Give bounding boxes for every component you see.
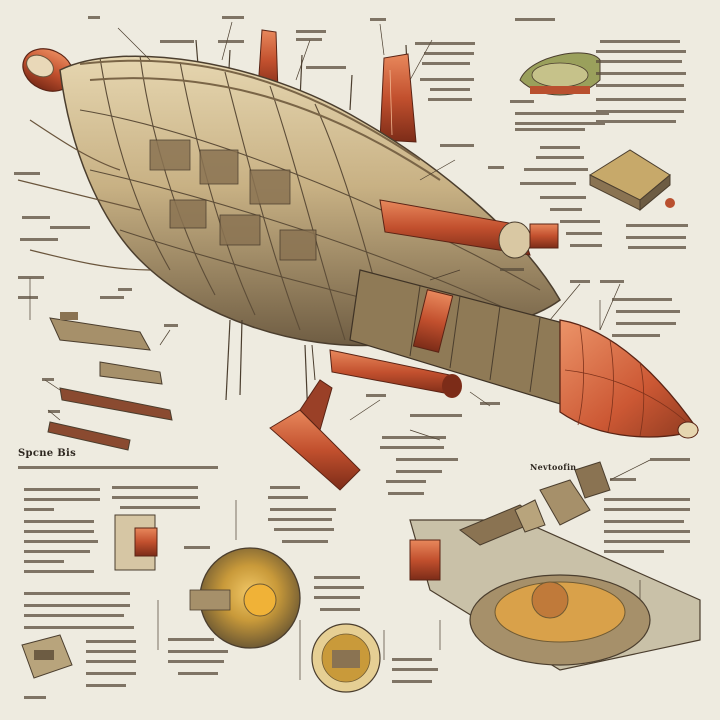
interior-compartments	[149, 139, 317, 261]
detail-module-top	[519, 52, 601, 96]
loose-parts-left	[47, 312, 173, 451]
robotic-figures	[514, 461, 611, 533]
main-barrel	[349, 269, 591, 411]
nose-cone-panels	[564, 324, 696, 437]
inset-label: Nevtoofin	[530, 462, 577, 472]
porthole-view	[311, 623, 381, 693]
lower-pipe	[329, 349, 462, 398]
hanging-lander	[269, 344, 361, 491]
sheet-title: Spcne Bis	[18, 448, 76, 459]
reactor-disc	[189, 547, 301, 649]
pseudo-text-blocks	[14, 16, 690, 699]
component-red-block	[114, 514, 158, 571]
upper-cannon	[379, 199, 559, 259]
component-small-device	[21, 634, 73, 679]
station-assembly	[409, 504, 701, 671]
left-arms	[17, 119, 151, 271]
main-ship	[17, 29, 700, 491]
detail-module-mid	[588, 149, 675, 212]
top-rails	[79, 59, 441, 181]
nose-cone	[559, 319, 700, 438]
